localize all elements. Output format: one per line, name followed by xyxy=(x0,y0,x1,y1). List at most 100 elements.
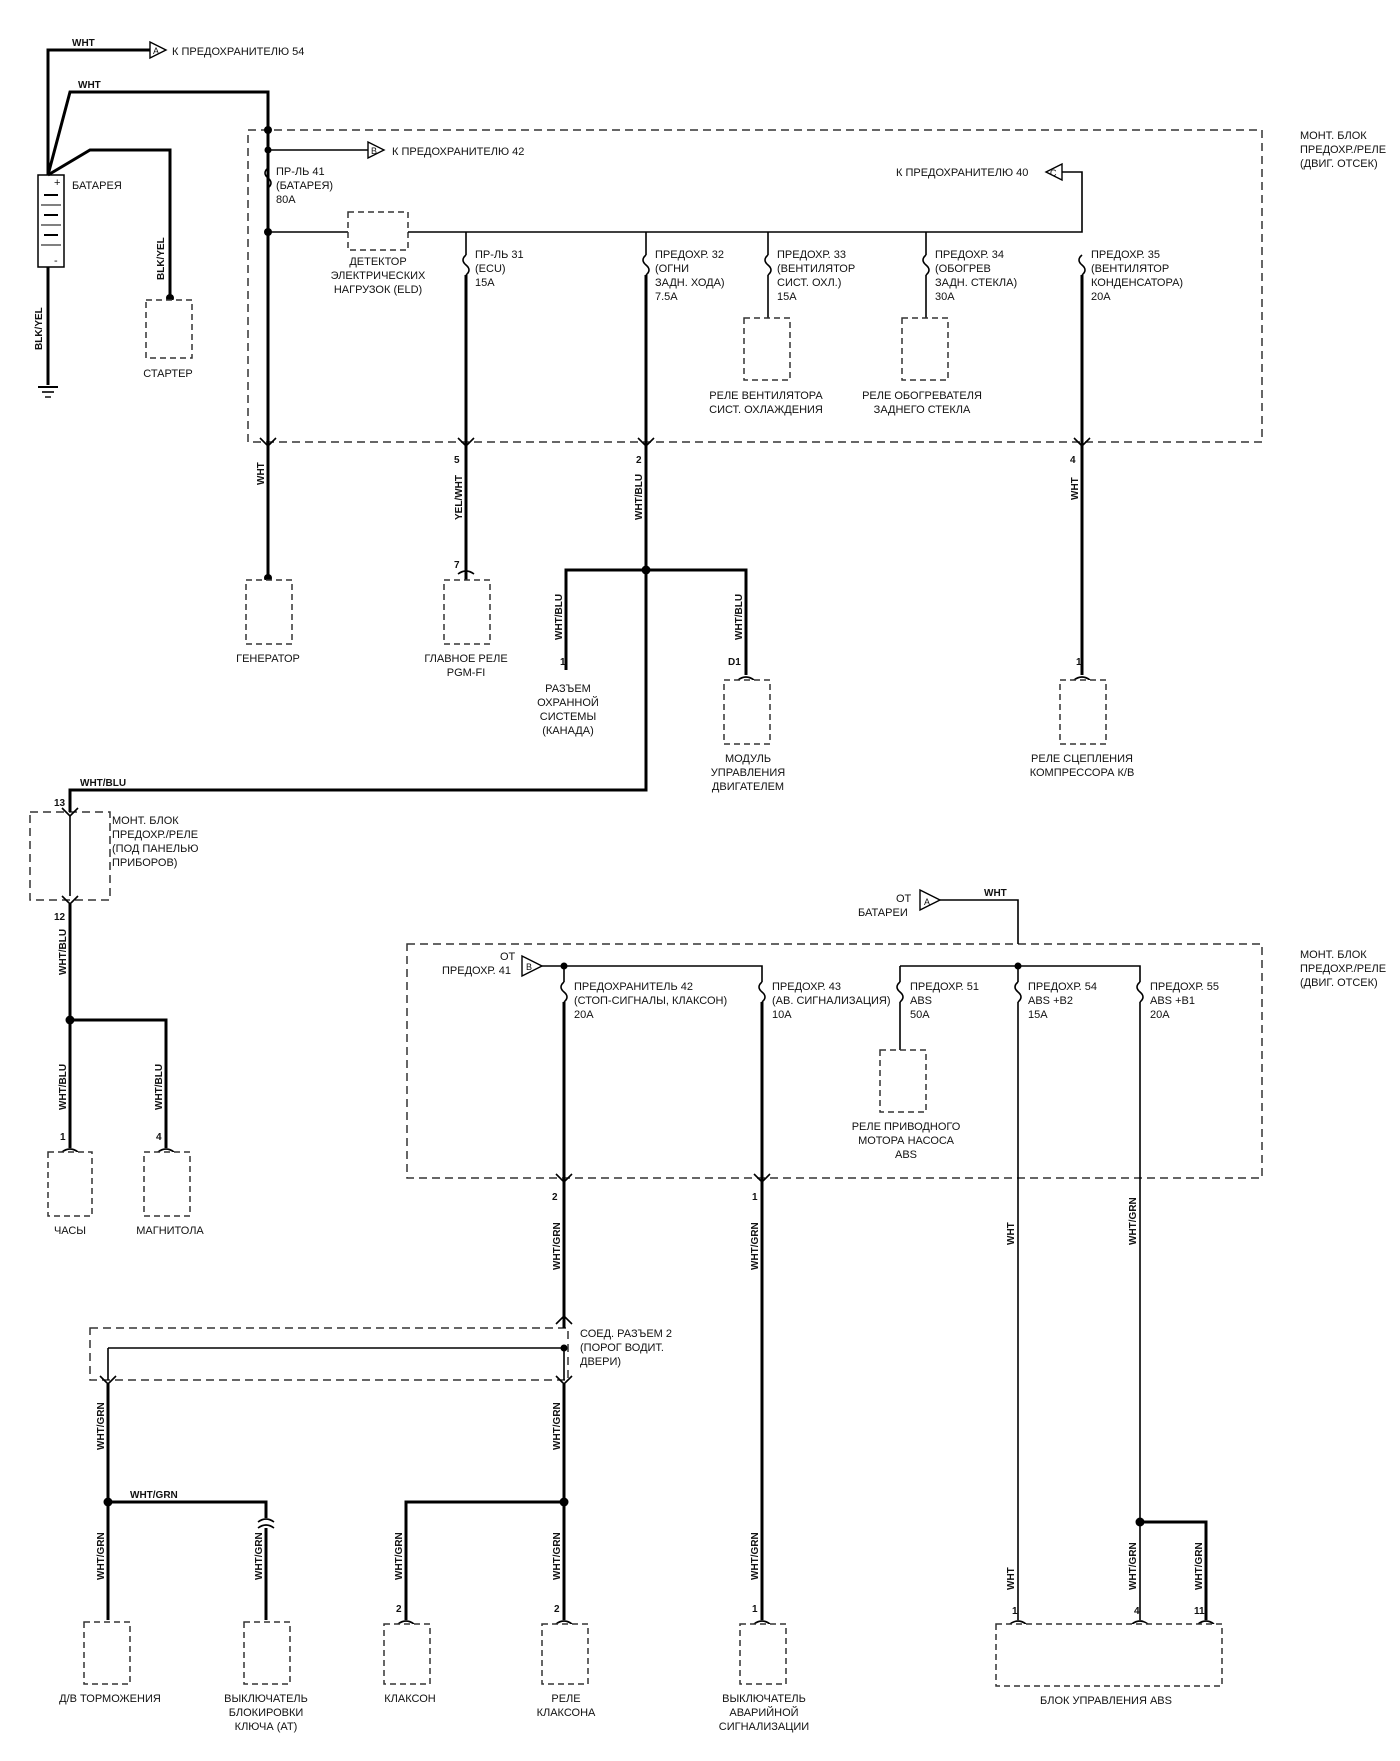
wire-to-horn xyxy=(404,1500,564,1620)
ref-a-bot-text-1: ОТ xyxy=(896,893,912,905)
pin: 1 xyxy=(752,1604,758,1615)
eld-component xyxy=(347,211,409,251)
defrost-relay-component xyxy=(901,317,949,381)
fuse-42-desc: (СТОП-СИГНАЛЫ, КЛАКСОН) xyxy=(574,995,727,1007)
pin: 2 xyxy=(396,1604,402,1615)
fuse-32-name: ПРЕДОХР. 32 xyxy=(655,249,724,261)
wire-label: BLK/YEL xyxy=(156,237,167,280)
terminal xyxy=(257,1518,275,1529)
fuse-32-symbol xyxy=(642,254,650,276)
battery-symbol xyxy=(37,174,65,268)
battery-label: БАТАРЕЯ xyxy=(72,180,122,192)
ref-a-bot-tag: A xyxy=(924,897,930,907)
fuse-51-symbol xyxy=(896,981,904,1003)
battery-minus: - xyxy=(54,255,58,267)
wire-label: WHT/GRN xyxy=(1194,1542,1205,1590)
abs-pump-label-3: ABS xyxy=(895,1149,917,1161)
ref-b-top-text: К ПРЕДОХРАНИТЕЛЮ 42 xyxy=(392,146,524,158)
hazard-switch-component xyxy=(739,1623,787,1685)
security-label-2: ОХРАННОЙ xyxy=(537,696,599,709)
fan-relay-label-2: СИСТ. ОХЛАЖДЕНИЯ xyxy=(709,404,823,416)
pgm-relay-component xyxy=(443,579,491,645)
splice xyxy=(264,228,272,236)
wire-label: WHT/BLU xyxy=(554,594,565,640)
wire-label: WHT/BLU xyxy=(634,474,645,520)
ref-b-bot-text-1: ОТ xyxy=(500,951,516,963)
fuse-35-name: ПРЕДОХР. 35 xyxy=(1091,249,1160,261)
wire-label: YEL/WHT xyxy=(454,475,465,520)
wire-to-dash-box xyxy=(68,570,648,812)
terminal xyxy=(1073,437,1091,448)
pin: 1 xyxy=(560,657,566,668)
wire-label: WHT/GRN xyxy=(394,1532,405,1580)
horn-component xyxy=(383,1623,431,1685)
wire-label: WHT xyxy=(78,80,101,91)
wire-label: WHT/GRN xyxy=(130,1490,178,1501)
terminal xyxy=(753,1173,771,1184)
wire-batt-to-fusebox xyxy=(46,90,270,176)
fuse-35-symbol xyxy=(1078,254,1086,276)
pin: 2 xyxy=(552,1192,558,1203)
eld-label-2: ЭЛЕКТРИЧЕСКИХ xyxy=(331,270,426,282)
wire-label: WHT xyxy=(256,462,267,485)
box-engine-top-label-1: МОНТ. БЛОК xyxy=(1300,130,1367,142)
fuse-42-rating: 20A xyxy=(574,1009,594,1021)
fuse-42-symbol xyxy=(560,981,568,1003)
hazard-label-1: ВЫКЛЮЧАТЕЛЬ xyxy=(722,1693,806,1705)
pin: 11 xyxy=(1194,1606,1205,1617)
terminal xyxy=(259,437,277,448)
pin: D1 xyxy=(728,657,741,668)
terminal xyxy=(555,1173,573,1184)
fuse-32-desc-1: (ОГНИ xyxy=(655,263,689,275)
box-engine-bot-label-3: (ДВИГ. ОТСЕК) xyxy=(1300,977,1378,989)
fuse-54-symbol xyxy=(1014,981,1022,1003)
fuse-51-desc: ABS xyxy=(910,995,932,1007)
wire-label: WHT/GRN xyxy=(750,1532,761,1580)
fuse-box-engine-bottom xyxy=(406,943,1263,1179)
ground-icon xyxy=(38,386,58,398)
fuse-55-symbol xyxy=(1136,981,1144,1003)
ref-b-top-flag xyxy=(367,140,386,160)
terminal xyxy=(157,1148,175,1153)
abs-pump-label-1: РЕЛЕ ПРИВОДНОГО xyxy=(852,1121,961,1133)
abs-control-unit-component xyxy=(995,1623,1223,1687)
wire-label: WHT xyxy=(1070,477,1081,500)
pin: 13 xyxy=(54,798,66,809)
eld-label-1: ДЕТЕКТОР xyxy=(349,256,406,268)
key-lock-component xyxy=(243,1621,291,1685)
fuse-34-name: ПРЕДОХР. 34 xyxy=(935,249,1004,261)
wire-batt-to-a xyxy=(46,48,150,175)
fuse-31-name: ПР-ЛЬ 31 xyxy=(475,249,524,261)
ref-b-bot-tag: B xyxy=(526,962,532,972)
generator-label: ГЕНЕРАТОР xyxy=(236,653,300,665)
ref-b-bot-text-2: ПРЕДОХР. 41 xyxy=(442,965,511,977)
ref-b-bot-flag xyxy=(521,954,544,978)
ecm-label-2: УПРАВЛЕНИЯ xyxy=(711,767,785,779)
fuse-34-desc-2: ЗАДН. СТЕКЛА) xyxy=(935,277,1017,289)
fuse-34-rating: 30A xyxy=(935,291,955,303)
connector2-label-3: ДВЕРИ) xyxy=(580,1356,621,1368)
fuse-31-symbol xyxy=(462,254,470,276)
ref-c-top-text: К ПРЕДОХРАНИТЕЛЮ 40 xyxy=(896,167,1028,179)
wire-label: WHT xyxy=(984,888,1007,899)
terminal xyxy=(397,1620,415,1625)
abs-unit-label: БЛОК УПРАВЛЕНИЯ ABS xyxy=(1040,1695,1172,1707)
fan-relay-label-1: РЕЛЕ ВЕНТИЛЯТОРА xyxy=(709,390,823,402)
fuse-42-name: ПРЕДОХРАНИТЕЛЬ 42 xyxy=(574,981,693,993)
battery-plus: + xyxy=(54,177,60,189)
wire-label: WHT xyxy=(1006,1567,1017,1590)
wire-label: WHT/GRN xyxy=(1128,1542,1139,1590)
wire-to-security xyxy=(564,568,646,670)
pin: 1 xyxy=(1076,657,1082,668)
fuse-33-symbol xyxy=(764,254,772,276)
wire-label: BLK/YEL xyxy=(34,307,45,350)
wire-label: WHT/BLU xyxy=(80,778,126,789)
wire-to-radio xyxy=(70,1018,168,1148)
terminal xyxy=(737,676,755,681)
fuse-31-rating: 15A xyxy=(475,277,495,289)
pin: 2 xyxy=(554,1604,560,1615)
wire-label: WHT xyxy=(72,38,95,49)
wire-label: WHT/GRN xyxy=(96,1532,107,1580)
abs-pump-label-2: МОТОРА НАСОСА xyxy=(858,1135,954,1147)
